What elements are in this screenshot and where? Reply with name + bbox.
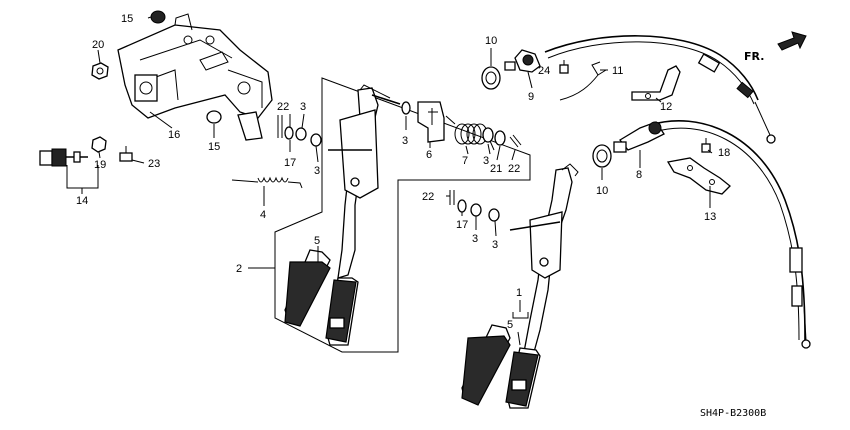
callout-16: 16 <box>168 129 180 141</box>
callout-11: 11 <box>612 65 623 77</box>
return-spring <box>231 176 303 189</box>
control-cable-lower <box>613 120 811 349</box>
callout-labels: 15 20 16 15 22 3 17 3 19 23 14 4 2 5 3 6… <box>76 13 730 331</box>
front-direction-arrow: FR. <box>744 31 807 63</box>
pedal-arm-left <box>284 84 401 346</box>
callout-9: 9 <box>528 91 534 103</box>
callout-10: 10 <box>596 185 608 197</box>
callout-3: 3 <box>402 135 408 147</box>
washer-3d <box>482 127 494 143</box>
washer-3c <box>401 101 411 115</box>
washer-3f <box>488 208 500 222</box>
callout-15: 15 <box>121 13 133 25</box>
washer-17b <box>457 199 467 213</box>
callout-1: 1 <box>516 287 522 299</box>
callout-20: 20 <box>92 39 104 51</box>
cable-bracket-12 <box>631 65 681 101</box>
callout-19: 19 <box>94 159 106 171</box>
washer-3e <box>470 203 482 217</box>
callout-10: 10 <box>485 35 497 47</box>
callout-3: 3 <box>483 155 489 167</box>
clip-21 <box>494 130 506 146</box>
cable-bracket-13 <box>666 157 731 195</box>
cotter-pin-22a <box>277 115 283 138</box>
callout-2: 2 <box>236 263 242 275</box>
stopper-bracket-6 <box>417 101 445 143</box>
pedal-arm-right <box>461 163 579 409</box>
cotter-pin-22b <box>509 134 522 148</box>
callout-12: 12 <box>660 101 672 113</box>
callout-18: 18 <box>718 147 730 159</box>
callout-15: 15 <box>208 141 220 153</box>
bumper-stop-top <box>150 10 166 24</box>
bumper-stop-lower <box>206 110 222 124</box>
washer-3b <box>310 133 322 147</box>
callout-3: 3 <box>300 101 306 113</box>
callout-8: 8 <box>636 169 642 181</box>
leader-lines <box>66 16 713 346</box>
bolt-18 <box>701 138 711 153</box>
callout-22: 22 <box>422 191 434 203</box>
callout-3: 3 <box>314 165 320 177</box>
direction-label: FR. <box>744 50 764 63</box>
callout-7: 7 <box>462 155 468 167</box>
bolt-23 <box>119 146 133 162</box>
callout-5: 5 <box>507 319 513 331</box>
grommet-10a <box>481 66 501 90</box>
washer-17a <box>284 126 294 140</box>
washer-3a <box>295 127 307 141</box>
grommet-10b <box>592 144 612 168</box>
callout-4: 4 <box>260 209 266 221</box>
cotter-pin-22c <box>449 190 455 205</box>
callout-3: 3 <box>472 233 478 245</box>
callout-6: 6 <box>426 149 432 161</box>
callout-3: 3 <box>492 239 498 251</box>
callout-17: 17 <box>284 157 296 169</box>
diagram-code: SH4P-B2300B <box>700 408 766 419</box>
bolt-24 <box>559 60 569 74</box>
callout-14: 14 <box>76 195 88 207</box>
callout-13: 13 <box>704 211 716 223</box>
torsion-spring-7 <box>445 115 495 151</box>
nut-19 <box>91 136 107 153</box>
flange-nut-20 <box>91 62 109 80</box>
pedal-bracket <box>117 13 273 141</box>
throttle-cable-upper <box>504 35 776 144</box>
cable-clip-11 <box>559 61 607 101</box>
callout-5: 5 <box>314 235 320 247</box>
callout-21: 21 <box>490 163 502 175</box>
assembly-2-boundary <box>274 77 531 353</box>
callout-17: 17 <box>456 219 468 231</box>
callout-22: 22 <box>277 101 289 113</box>
callout-22: 22 <box>508 163 520 175</box>
stop-switch <box>39 148 88 167</box>
callout-23: 23 <box>148 158 160 170</box>
callout-24: 24 <box>538 65 550 77</box>
